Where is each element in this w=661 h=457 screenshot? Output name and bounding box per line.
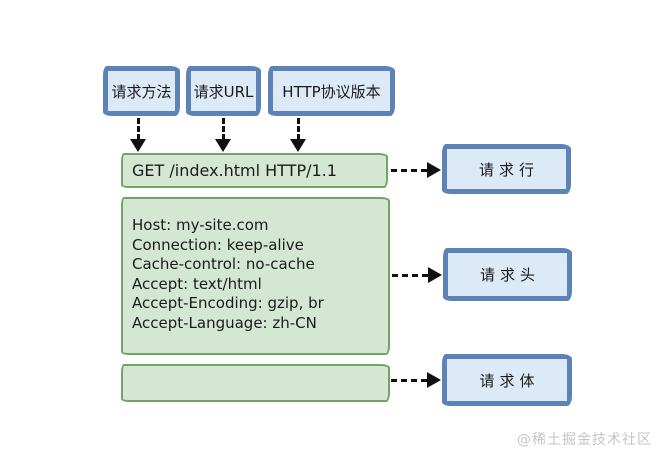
label-box-request-headers: 请求头 bbox=[443, 248, 572, 301]
label-request-body: 请求体 bbox=[479, 371, 540, 390]
down-arrowhead-icon bbox=[215, 139, 231, 152]
right-arrowhead-icon bbox=[427, 162, 441, 178]
right-arrow-line-request-line bbox=[391, 169, 427, 172]
label-box-request-line: 请求行 bbox=[442, 144, 571, 194]
header-line-accept-language: Accept-Language: zh-CN bbox=[132, 313, 317, 332]
request-body-box bbox=[121, 364, 390, 402]
request-line-box: GET /index.html HTTP/1.1 bbox=[121, 153, 388, 188]
right-arrow-line-request-headers bbox=[392, 274, 428, 277]
down-arrow-line-url bbox=[222, 118, 225, 140]
label-request-headers: 请求头 bbox=[479, 266, 540, 284]
header-line-host: Host: my-site.com bbox=[132, 216, 269, 234]
header-line-cache-control: Cache-control: no-cache bbox=[132, 255, 315, 273]
header-line-connection: Connection: keep-alive bbox=[132, 235, 304, 254]
label-http-version: HTTP协议版本 bbox=[282, 82, 381, 101]
label-box-http-version: HTTP协议版本 bbox=[268, 66, 395, 116]
down-arrow-line-method bbox=[137, 118, 140, 140]
watermark: @稀土掘金技术社区 bbox=[517, 432, 652, 448]
header-line-accept: Accept: text/html bbox=[132, 274, 262, 293]
label-box-request-method: 请求方法 bbox=[103, 66, 180, 116]
down-arrowhead-icon bbox=[130, 139, 146, 152]
request-headers-box: Host: my-site.com Connection: keep-alive… bbox=[121, 197, 390, 355]
down-arrow-line-version bbox=[297, 118, 300, 140]
down-arrowhead-icon bbox=[290, 139, 306, 152]
label-request-line: 请求行 bbox=[478, 160, 539, 179]
request-line-text: GET /index.html HTTP/1.1 bbox=[132, 161, 337, 180]
label-request-method: 请求方法 bbox=[111, 82, 172, 101]
right-arrowhead-icon bbox=[427, 372, 441, 388]
header-line-accept-encoding: Accept-Encoding: gzip, br bbox=[132, 294, 324, 312]
right-arrow-line-request-body bbox=[391, 379, 427, 382]
label-box-request-url: 请求URL bbox=[186, 66, 261, 116]
label-request-url: 请求URL bbox=[193, 82, 254, 101]
label-box-request-body: 请求体 bbox=[442, 354, 572, 406]
right-arrowhead-icon bbox=[428, 267, 442, 283]
